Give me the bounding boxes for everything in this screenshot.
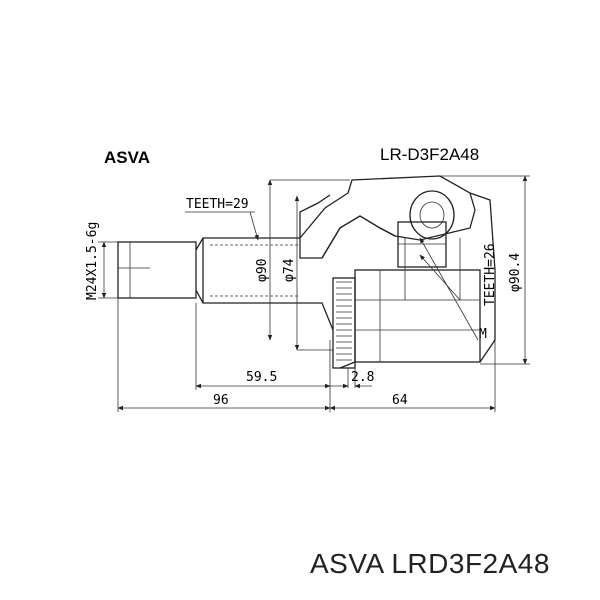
dim-28-label: 2.8 [351,370,374,385]
joint-housing [299,175,496,369]
teeth-inner-label: TEETH=26 [483,243,498,306]
dim-64-label: 64 [392,393,408,408]
teeth-outer-label: TEETH=29 [186,197,249,212]
dia-90-label: φ90 [255,259,270,282]
dim-595-label: 59.5 [246,370,277,385]
part-code-label: LR-D3F2A48 [380,145,479,164]
dia-74-label: φ74 [282,258,297,282]
footer-title: ASVA LRD3F2A48 [310,548,550,579]
shaft [117,237,300,304]
dia-904-label: φ90.4 [508,253,523,292]
dim-96-label: 96 [213,393,229,408]
thread-label: M24X1.5-6g [85,222,100,300]
m-label: M [479,327,487,342]
abs-ring [332,277,356,369]
dimension-lines [98,175,530,412]
brand-label: ASVA [104,148,150,167]
